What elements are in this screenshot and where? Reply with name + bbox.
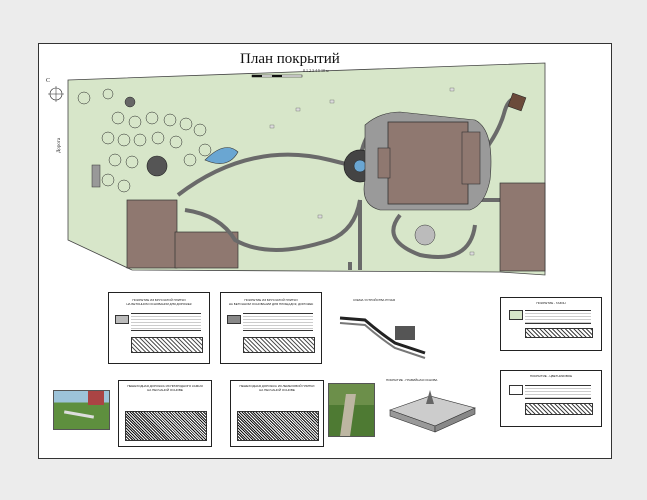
seating-area <box>414 224 436 246</box>
photo-stone-path <box>53 390 110 430</box>
legend-card-flowerbed: ПОКРЫТИЕ - ЦВЕТНИКОВОЕ <box>500 370 602 427</box>
road-label: Дорога <box>57 137 62 153</box>
legend-card-title: ПОКРЫТИЕ - ГАЗОН <box>536 301 566 305</box>
building-left-annex <box>174 231 239 269</box>
building-main <box>387 121 469 205</box>
building-right <box>499 182 546 272</box>
legend-card-tile-path: ПЕШЕХОДНАЯ ДОРОЖКА ИЗ ЛЕМЕХОВОЙ ПЛИТКИ Н… <box>230 380 324 447</box>
compass-letter: С <box>46 78 51 84</box>
stepping-stones <box>269 87 475 256</box>
gazebo-right <box>507 92 527 112</box>
legend-gravel-base: ПОКРЫТИЕ - ГРАВИЙНАЯ ОСНОВА <box>380 378 490 438</box>
legend-card-title: ПЕШЕХОДНАЯ ДОРОЖКА ИЗ ПРИРОДНОГО КАМНЯ Н… <box>127 384 203 392</box>
legend-card-stone-path: ПЕШЕХОДНАЯ ДОРОЖКА ИЗ ПРИРОДНОГО КАМНЯ Н… <box>118 380 212 447</box>
pond <box>204 147 239 164</box>
legend-card-title: СХЕМА УСТРОЙСТВА РУЧЬЯ <box>353 298 396 302</box>
legend-stream-scheme: СХЕМА УСТРОЙСТВА РУЧЬЯ <box>335 298 430 363</box>
plan-title: План покрытий <box>240 51 340 67</box>
legend-card-title: ПОКРЫТИЕ ИЗ БРУСЧАТОЙ ПЛИТКИ НА БЕТОННОМ… <box>228 298 314 306</box>
gazebo-left <box>146 155 168 177</box>
scale-bar <box>251 74 303 78</box>
building-left <box>126 199 178 269</box>
legend-card-paving-paths: ПОКРЫТИЕ ИЗ БРУСЧАТОЙ ПЛИТКИ НА БЕТОННОМ… <box>108 292 210 364</box>
legend-card-title: ПОКРЫТИЕ - ГРАВИЙНАЯ ОСНОВА <box>386 378 438 382</box>
legend-card-title: ПОКРЫТИЕ ИЗ БРУСЧАТОЙ ПЛИТКИ НА БЕТОННОМ… <box>126 298 192 306</box>
legend-card-paving-platforms: ПОКРЫТИЕ ИЗ БРУСЧАТОЙ ПЛИТКИ НА БЕТОННОМ… <box>220 292 322 364</box>
tree-cluster <box>77 88 212 193</box>
scale-label: 0 1 2 3 4 5 10 м <box>303 68 329 73</box>
legend-card-lawn: ПОКРЫТИЕ - ГАЗОН <box>500 297 602 351</box>
legend-card-title: ПЕШЕХОДНАЯ ДОРОЖКА ИЗ ЛЕМЕХОВОЙ ПЛИТКИ Н… <box>239 384 315 392</box>
photo-garden-path <box>328 383 375 437</box>
legend-card-title: ПОКРЫТИЕ - ЦВЕТНИКОВОЕ <box>529 374 573 378</box>
